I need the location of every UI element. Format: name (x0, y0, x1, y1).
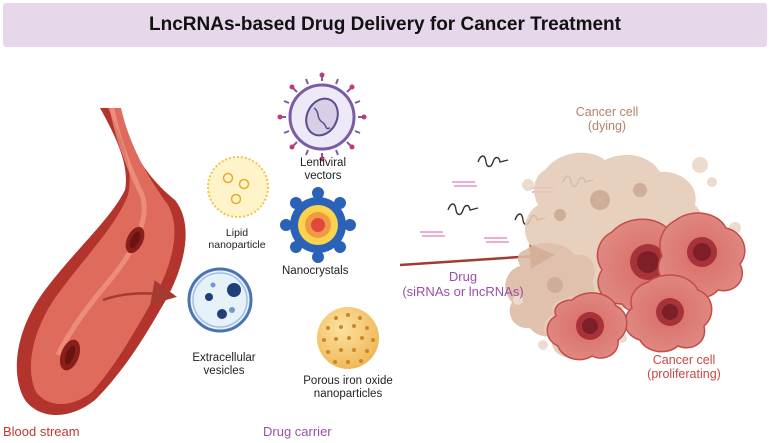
porous-label-line2: nanoparticles (313, 388, 383, 401)
extracellular-vesicle-icon (187, 267, 253, 333)
title-bar: LncRNAs-based Drug Delivery for Cancer T… (3, 3, 767, 47)
blood-stream-label: Blood stream (3, 424, 80, 439)
lentiviral-label-line2: vectors (304, 170, 342, 183)
vessel-arrow (102, 280, 177, 305)
extracellular-label-line2: vesicles (203, 365, 245, 378)
lentiviral-vector-icon (277, 72, 367, 162)
extracellular-label-line1: Extracellular (192, 352, 256, 364)
lipid-label-line1: Lipid (225, 227, 249, 239)
proliferating-cancer-cells-icon (546, 212, 746, 361)
prolif-label-line1: Cancer cell (652, 353, 716, 367)
drug-label: Drug (siRNAs or lncRNAs) (398, 269, 528, 300)
nanocrystal-icon (280, 187, 356, 263)
dying-label-line2: (dying) (587, 119, 627, 134)
drug-label-line2: (siRNAs or lncRNAs) (402, 283, 524, 299)
diagram-title: LncRNAs-based Drug Delivery for Cancer T… (149, 14, 621, 35)
dying-label-line1: Cancer cell (575, 105, 639, 119)
lipid-label-line2: nanoparticle (208, 239, 266, 252)
porous-iron-oxide-icon (317, 307, 379, 369)
extracellular-vesicles-label: Extracellular vesicles (184, 352, 264, 378)
lentiviral-vector-label: Lentiviral vectors (296, 157, 350, 183)
drug-label-line1: Drug (448, 269, 478, 284)
dying-cancer-cell-label: Cancer cell (dying) (568, 105, 646, 134)
nanocrystals-label: Nanocrystals (282, 265, 349, 277)
lipid-nanoparticle-icon (207, 156, 269, 218)
drug-carrier-label: Drug carrier (263, 424, 332, 439)
lipid-nanoparticle-label: Lipid nanoparticle (206, 227, 268, 251)
blood-vessel-icon (16, 107, 186, 415)
porous-iron-oxide-label: Porous iron oxide nanoparticles (298, 375, 398, 401)
prolif-label-line2: (proliferating) (647, 367, 721, 382)
proliferating-cancer-cell-label: Cancer cell (proliferating) (636, 353, 732, 382)
lentiviral-label-line1: Lentiviral (299, 157, 347, 169)
porous-label-line1: Porous iron oxide (303, 375, 393, 387)
